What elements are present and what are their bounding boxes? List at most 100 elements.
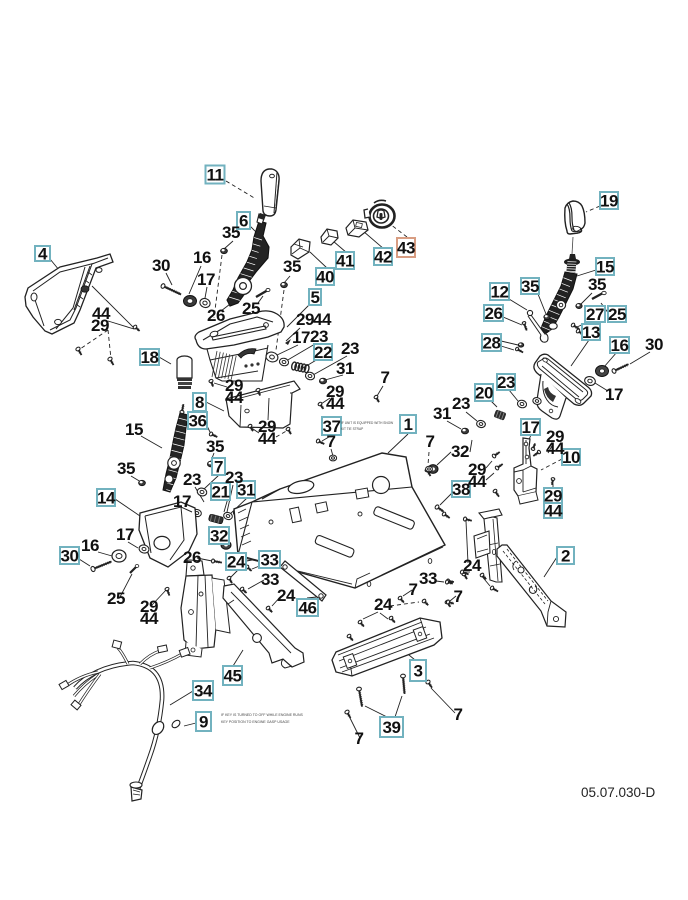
svg-text:7: 7 <box>426 432 435 451</box>
svg-text:17: 17 <box>116 525 134 544</box>
svg-text:16: 16 <box>81 536 99 555</box>
svg-text:15: 15 <box>125 420 143 439</box>
svg-text:35: 35 <box>521 277 539 296</box>
svg-text:45: 45 <box>224 666 242 685</box>
svg-text:24: 24 <box>227 552 246 571</box>
svg-text:25: 25 <box>608 305 626 324</box>
svg-text:26: 26 <box>485 304 503 323</box>
svg-text:21: 21 <box>212 482 230 501</box>
svg-text:35: 35 <box>283 257 301 276</box>
svg-text:44: 44 <box>546 439 565 458</box>
svg-text:30: 30 <box>152 256 170 275</box>
svg-text:24: 24 <box>463 556 482 575</box>
svg-text:28: 28 <box>483 333 501 352</box>
svg-text:27: 27 <box>586 305 604 324</box>
svg-text:30: 30 <box>645 335 663 354</box>
svg-text:12: 12 <box>491 282 509 301</box>
svg-text:18: 18 <box>141 348 159 367</box>
svg-text:23: 23 <box>183 470 201 489</box>
svg-text:33: 33 <box>419 569 437 588</box>
svg-text:1: 1 <box>404 415 413 434</box>
svg-text:29: 29 <box>225 376 243 395</box>
svg-text:19: 19 <box>600 191 618 210</box>
svg-text:13: 13 <box>582 323 600 342</box>
svg-text:17: 17 <box>197 270 215 289</box>
svg-text:17: 17 <box>292 328 310 347</box>
svg-text:25: 25 <box>107 589 125 608</box>
svg-text:44: 44 <box>544 501 563 520</box>
svg-text:32: 32 <box>451 442 469 461</box>
svg-text:31: 31 <box>336 359 354 378</box>
svg-text:29: 29 <box>140 597 158 616</box>
svg-text:23: 23 <box>225 468 243 487</box>
svg-text:7: 7 <box>214 457 223 476</box>
svg-text:39: 39 <box>383 718 401 737</box>
svg-text:38: 38 <box>452 480 470 499</box>
svg-text:05.07.030-D: 05.07.030-D <box>581 785 656 800</box>
svg-text:23: 23 <box>310 327 328 346</box>
svg-text:4: 4 <box>38 244 48 263</box>
svg-text:15: 15 <box>596 257 614 276</box>
svg-text:35: 35 <box>206 437 224 456</box>
svg-text:46: 46 <box>299 598 317 617</box>
svg-text:26: 26 <box>183 548 201 567</box>
svg-text:33: 33 <box>261 570 279 589</box>
svg-text:6: 6 <box>239 211 248 230</box>
svg-text:8: 8 <box>195 393 204 412</box>
svg-text:3: 3 <box>414 661 423 680</box>
svg-text:22: 22 <box>314 343 332 362</box>
svg-text:31: 31 <box>433 404 451 423</box>
svg-text:KIT TIE STRAP: KIT TIE STRAP <box>341 427 363 431</box>
svg-text:34: 34 <box>194 681 213 700</box>
svg-text:44: 44 <box>258 429 277 448</box>
svg-text:29: 29 <box>258 417 276 436</box>
svg-text:5: 5 <box>311 288 320 307</box>
svg-text:43: 43 <box>397 238 415 257</box>
svg-text:20: 20 <box>475 383 493 402</box>
svg-text:44: 44 <box>225 388 244 407</box>
svg-text:7: 7 <box>381 368 390 387</box>
svg-text:IF UNIT IS EQUIPPED WITH SNOW: IF UNIT IS EQUIPPED WITH SNOW <box>341 421 393 425</box>
svg-text:25: 25 <box>242 299 260 318</box>
svg-text:40: 40 <box>316 267 334 286</box>
svg-text:14: 14 <box>97 488 116 507</box>
svg-text:35: 35 <box>588 275 606 294</box>
svg-text:7: 7 <box>454 587 463 606</box>
svg-text:IF KEY IS TURNED TO OFF WHILE: IF KEY IS TURNED TO OFF WHILE ENGINE RUN… <box>221 713 303 717</box>
svg-text:44: 44 <box>313 310 332 329</box>
svg-text:KEY POSITION TO ENGINE GASP US: KEY POSITION TO ENGINE GASP USAGE <box>221 720 290 724</box>
svg-text:23: 23 <box>497 373 515 392</box>
svg-text:33: 33 <box>261 550 279 569</box>
svg-text:31: 31 <box>237 480 255 499</box>
svg-text:35: 35 <box>222 223 240 242</box>
svg-text:9: 9 <box>199 712 208 731</box>
svg-text:17: 17 <box>605 385 623 404</box>
svg-text:29: 29 <box>326 382 344 401</box>
svg-text:37: 37 <box>323 417 341 436</box>
svg-text:29: 29 <box>296 310 314 329</box>
svg-text:35: 35 <box>117 459 135 478</box>
svg-text:26: 26 <box>207 306 225 325</box>
svg-text:41: 41 <box>336 251 354 270</box>
svg-text:7: 7 <box>454 705 463 724</box>
svg-text:16: 16 <box>611 336 629 355</box>
svg-text:29: 29 <box>546 427 564 446</box>
svg-text:36: 36 <box>189 411 207 430</box>
svg-text:44: 44 <box>468 472 487 491</box>
svg-text:44: 44 <box>140 609 159 628</box>
svg-text:7: 7 <box>327 432 336 451</box>
svg-text:2: 2 <box>561 546 570 565</box>
svg-text:32: 32 <box>210 526 228 545</box>
svg-text:29: 29 <box>544 486 562 505</box>
svg-text:44: 44 <box>326 394 345 413</box>
svg-text:29: 29 <box>91 316 109 335</box>
svg-text:23: 23 <box>452 394 470 413</box>
svg-text:24: 24 <box>277 586 296 605</box>
svg-text:30: 30 <box>61 546 79 565</box>
svg-text:7: 7 <box>355 729 364 748</box>
svg-text:16: 16 <box>193 248 211 267</box>
svg-text:44: 44 <box>92 304 111 323</box>
svg-text:7: 7 <box>409 580 418 599</box>
svg-text:23: 23 <box>341 339 359 358</box>
svg-text:24: 24 <box>374 595 393 614</box>
